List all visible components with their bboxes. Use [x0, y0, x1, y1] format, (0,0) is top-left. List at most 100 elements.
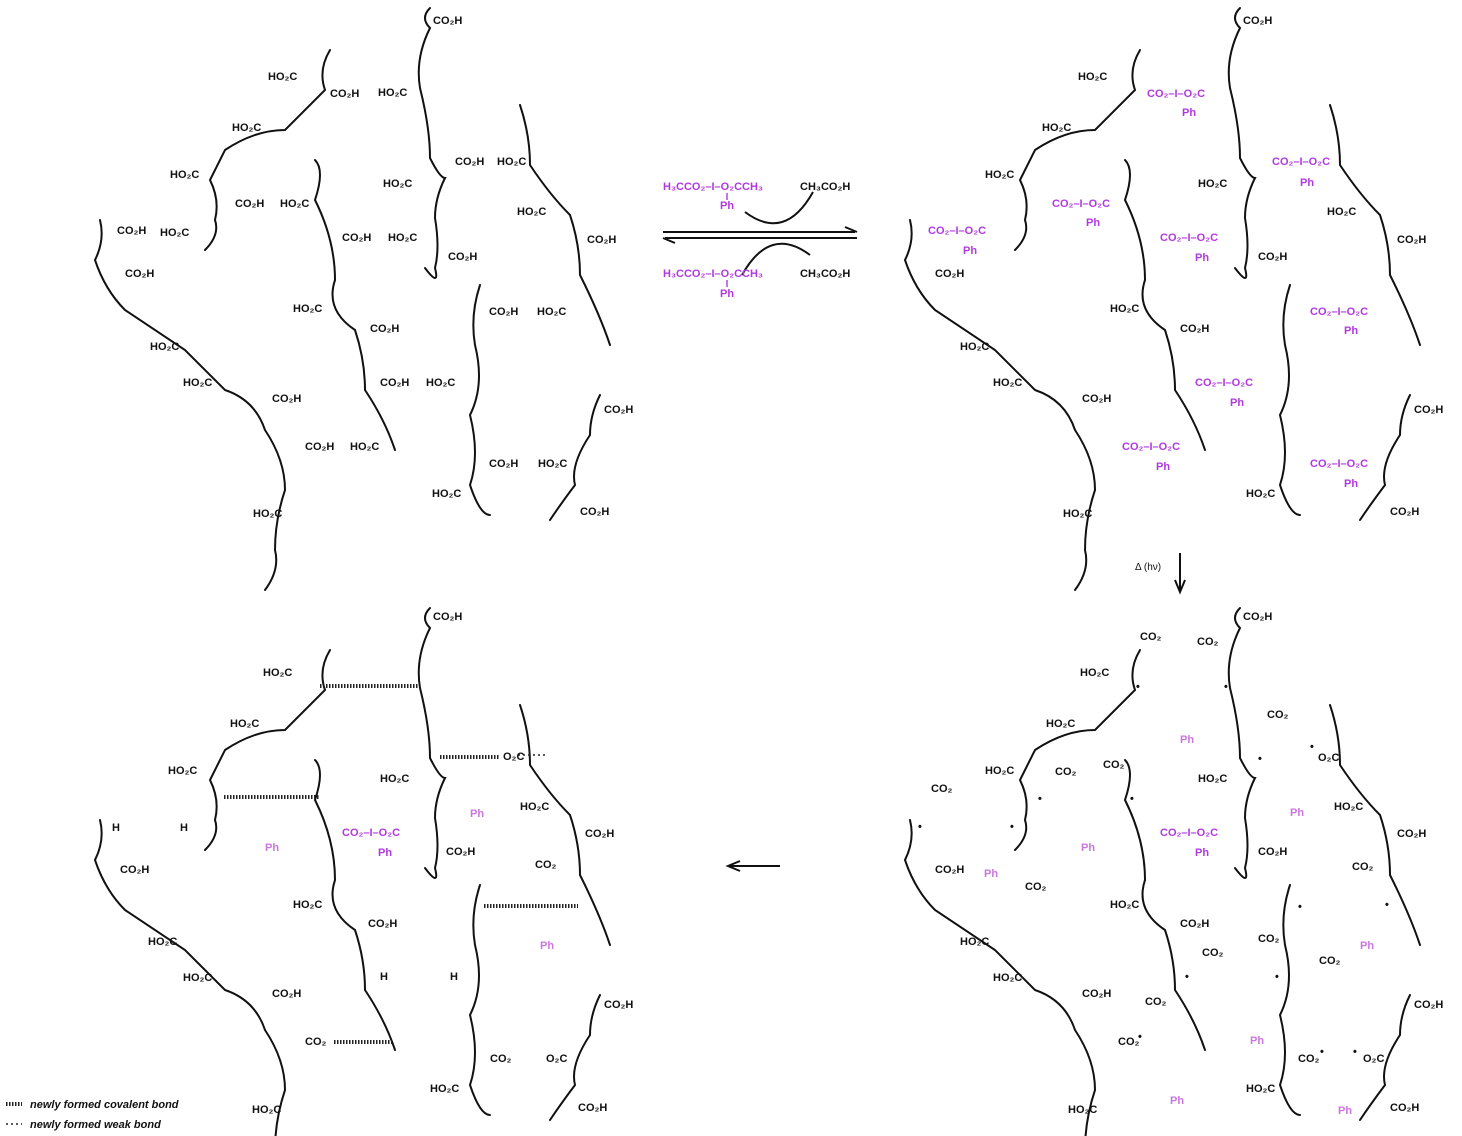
reagent-bottom-ph: Ph [720, 288, 734, 300]
svg-text:Ph: Ph [1170, 1095, 1184, 1107]
svg-text:Ph: Ph [1230, 397, 1244, 409]
byproduct-top: CH₃CO₂H [800, 181, 850, 193]
svg-text:CO₂H: CO₂H [1390, 506, 1419, 518]
legend-weak-label: newly formed weak bond [30, 1119, 161, 1131]
svg-text:HO₂C: HO₂C [293, 303, 322, 315]
svg-text:CO₂H: CO₂H [433, 611, 462, 623]
panel-native-polymer: HO₂C CO₂H HO₂C HO₂C CO₂H HO₂C CO₂H CO₂H … [93, 7, 633, 591]
svg-text:HO₂C: HO₂C [1068, 1104, 1097, 1116]
svg-text:Ph: Ph [1195, 252, 1209, 264]
polymer-chain [468, 284, 491, 516]
svg-text:CO₂H: CO₂H [342, 232, 371, 244]
svg-text:CO₂–I–O₂C: CO₂–I–O₂C [1272, 156, 1330, 168]
svg-text:O₂C: O₂C [1363, 1053, 1384, 1065]
equilibrium-reaction: H₃CCO₂–I–O₂CCH₃ Ph H₃CCO₂–I–O₂CCH₃ Ph CH… [662, 181, 858, 300]
svg-text:CO₂: CO₂ [1145, 996, 1167, 1008]
svg-text:Ph: Ph [1180, 734, 1194, 746]
svg-text:HO₂C: HO₂C [388, 232, 417, 244]
svg-text:CO₂: CO₂ [1319, 955, 1341, 967]
svg-text:•: • [1353, 1046, 1357, 1058]
svg-text:CO₂–I–O₂C: CO₂–I–O₂C [1310, 306, 1368, 318]
svg-text:CO₂: CO₂ [490, 1053, 512, 1065]
forward-arrow-head [844, 226, 858, 233]
svg-text:HO₂C: HO₂C [1110, 899, 1139, 911]
svg-text:CO₂: CO₂ [1267, 709, 1289, 721]
svg-text:CO₂–I–O₂C: CO₂–I–O₂C [342, 827, 400, 839]
svg-text:CO₂H: CO₂H [1390, 1102, 1419, 1114]
svg-text:Ph: Ph [1338, 1105, 1352, 1117]
svg-text:CO₂H: CO₂H [1082, 393, 1111, 405]
svg-text:Ph: Ph [1290, 807, 1304, 819]
svg-text:HO₂C: HO₂C [1063, 508, 1092, 520]
svg-text:CO₂H: CO₂H [1243, 15, 1272, 27]
svg-text:HO₂C: HO₂C [1327, 206, 1356, 218]
svg-text:•: • [1224, 681, 1228, 693]
svg-text:CO₂H: CO₂H [380, 377, 409, 389]
svg-text:HO₂C: HO₂C [1080, 667, 1109, 679]
svg-text:Ph: Ph [1344, 325, 1358, 337]
svg-text:CO₂H: CO₂H [305, 441, 334, 453]
svg-text:Ph: Ph [1081, 842, 1095, 854]
polymer-chain [204, 49, 331, 251]
svg-text:HO₂C: HO₂C [960, 936, 989, 948]
svg-text:HO₂C: HO₂C [183, 377, 212, 389]
released-species: Ph Ph Ph CO₂ [265, 808, 557, 952]
carboxyl-labels: HO₂C CO₂H HO₂C HO₂C HO₂C CO₂H CO₂H HO₂C … [935, 15, 1443, 520]
svg-text:HO₂C: HO₂C [268, 71, 297, 83]
svg-text:CO₂: CO₂ [1055, 766, 1077, 778]
svg-text:HO₂C: HO₂C [1246, 1083, 1275, 1095]
svg-text:CO₂H: CO₂H [604, 404, 633, 416]
svg-text:•: • [1258, 753, 1262, 765]
svg-text:HO₂C: HO₂C [293, 899, 322, 911]
svg-text:CO₂–I–O₂C: CO₂–I–O₂C [1160, 827, 1218, 839]
svg-text:CO₂: CO₂ [1197, 636, 1219, 648]
svg-text:HO₂C: HO₂C [1198, 178, 1227, 190]
svg-text:CO₂–I–O₂C: CO₂–I–O₂C [1052, 198, 1110, 210]
svg-text:CO₂: CO₂ [305, 1036, 327, 1048]
svg-text:CO₂–I–O₂C: CO₂–I–O₂C [928, 225, 986, 237]
new-covalent-bonds [224, 684, 578, 1044]
polymer-chain [549, 394, 601, 521]
legend: newly formed covalent bond newly formed … [6, 1099, 179, 1131]
radical-dots: • • • • • • • • • • • • • • • [918, 681, 1389, 1058]
svg-text:Ph: Ph [1250, 1035, 1264, 1047]
svg-text:CO₂H: CO₂H [117, 225, 146, 237]
polymer-chain [519, 104, 611, 346]
svg-text:HO₂C: HO₂C [1198, 773, 1227, 785]
svg-text:HO₂C: HO₂C [520, 801, 549, 813]
polymer-chain [313, 159, 396, 451]
svg-text:Ph: Ph [540, 940, 554, 952]
uptake-curved-arrow [741, 242, 811, 276]
svg-text:•: • [1320, 1046, 1324, 1058]
svg-text:H: H [180, 822, 188, 834]
svg-text:HO₂C: HO₂C [280, 198, 309, 210]
svg-text:•: • [1185, 971, 1189, 983]
svg-text:HO₂C: HO₂C [985, 765, 1014, 777]
svg-text:CO₂: CO₂ [931, 783, 953, 795]
svg-text:•: • [1310, 741, 1314, 753]
svg-text:•: • [1298, 901, 1302, 913]
svg-text:O₂C: O₂C [503, 751, 524, 763]
svg-text:HO₂C: HO₂C [430, 1083, 459, 1095]
svg-text:Ph: Ph [984, 868, 998, 880]
svg-text:CO₂H: CO₂H [1414, 999, 1443, 1011]
svg-text:HO₂C: HO₂C [1078, 71, 1107, 83]
svg-text:HO₂C: HO₂C [1046, 718, 1075, 730]
svg-text:CO₂H: CO₂H [1414, 404, 1443, 416]
svg-text:CO₂: CO₂ [1140, 631, 1162, 643]
svg-text:CO₂H: CO₂H [935, 268, 964, 280]
svg-text:CO₂H: CO₂H [368, 918, 397, 930]
svg-text:HO₂C: HO₂C [168, 765, 197, 777]
svg-text:HO₂C: HO₂C [1042, 122, 1071, 134]
svg-text:CO₂H: CO₂H [578, 1102, 607, 1114]
svg-text:Ph: Ph [265, 842, 279, 854]
svg-text:CO₂H: CO₂H [455, 156, 484, 168]
svg-text:HO₂C: HO₂C [960, 341, 989, 353]
svg-text:•: • [1010, 821, 1014, 833]
svg-text:CO₂H: CO₂H [1258, 846, 1287, 858]
svg-text:Ph: Ph [1086, 217, 1100, 229]
svg-text:HO₂C: HO₂C [263, 667, 292, 679]
svg-text:•: • [1038, 793, 1042, 805]
svg-text:HO₂C: HO₂C [538, 458, 567, 470]
intact-crosslink: CO₂–I–O₂C Ph [1160, 827, 1218, 859]
